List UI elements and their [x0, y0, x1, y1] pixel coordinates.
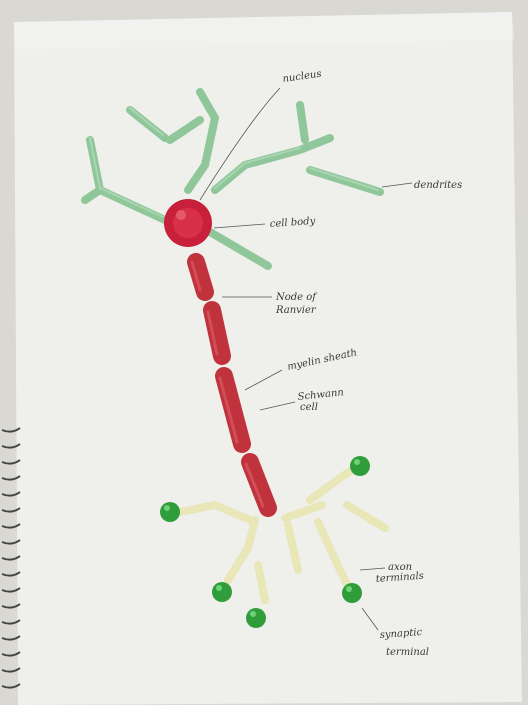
label-synaptic-terminal-2: terminal — [386, 647, 429, 658]
label-node-of-ranvier-1: Node of — [275, 292, 318, 303]
cell-body — [164, 199, 212, 247]
label-node-of-ranvier-2: Ranvier — [275, 305, 317, 316]
label-schwann-cell-2: cell — [300, 402, 318, 413]
label-dendrites: dendrites — [414, 180, 462, 191]
